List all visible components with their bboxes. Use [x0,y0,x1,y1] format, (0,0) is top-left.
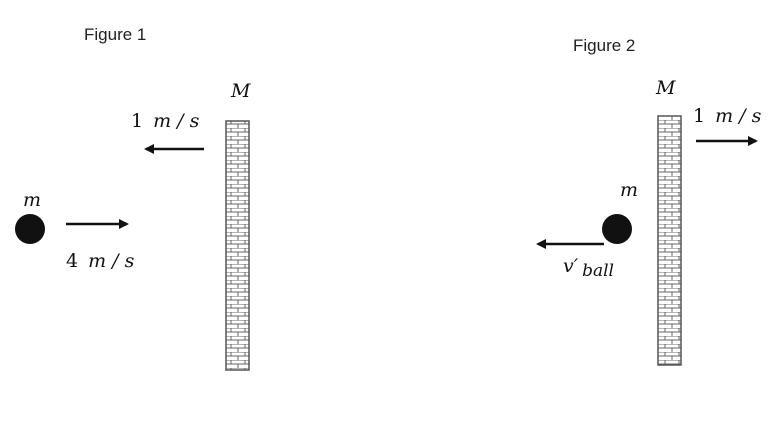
figure-2-ball [602,214,632,244]
figure-1-brick-wall [225,120,250,371]
figure-1: Figure 1 M 1 m / s m 4 m / s [15,25,251,371]
figure-1-ball [15,214,45,244]
figure-1-wall-label: M [230,80,251,102]
figure-1-wall-velocity-label: 1 m / s [131,110,200,132]
figure-2-caption: Figure 2 [573,36,635,55]
figure-2-wall-label: M [655,77,676,99]
figure-1-ball-velocity-label: 4 m / s [66,250,135,272]
figure-2: Figure 2 M 1 m / s m v′ ball [536,36,762,366]
figure-2-ball-velocity-label: v′ ball [563,255,614,281]
figure-1-caption: Figure 1 [84,25,146,44]
figure-2-ball-label: m [620,179,638,201]
figure-1-ball-label: m [23,189,41,211]
figure-2-brick-wall [657,115,682,366]
figure-2-wall-velocity-label: 1 m / s [693,105,762,127]
